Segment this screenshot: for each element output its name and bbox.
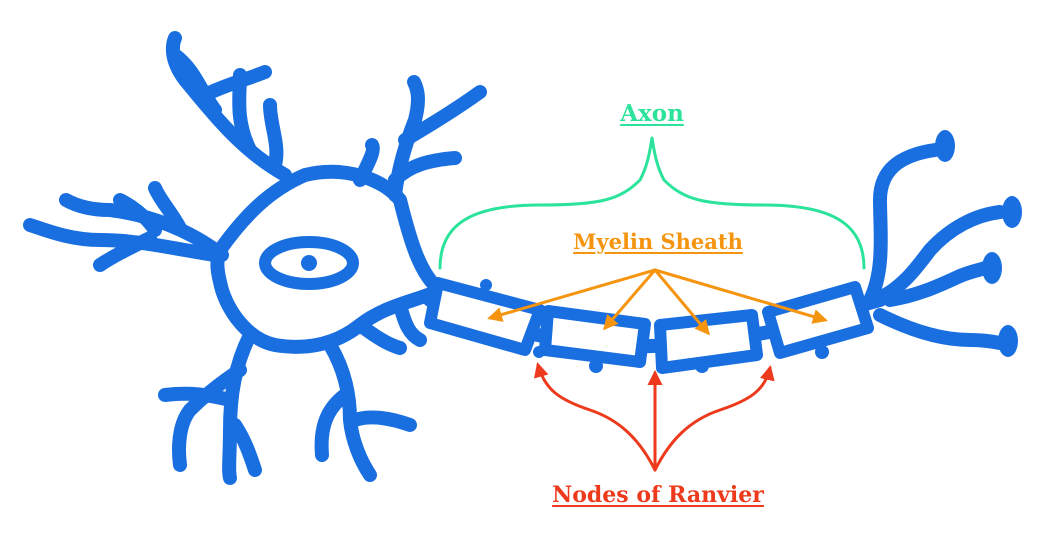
axon-brace <box>438 136 866 270</box>
myelin-segment-3 <box>654 309 763 374</box>
myelin-segment-4 <box>762 281 874 359</box>
myelin-segment-2 <box>539 305 651 368</box>
nodes-arrows <box>534 362 775 472</box>
cell-body <box>210 164 447 354</box>
nucleus <box>259 236 359 290</box>
myelin-segment-1 <box>424 277 546 356</box>
myelin-sheath-label: Myelin Sheath <box>573 229 743 254</box>
myelin-sheath-segments <box>424 277 874 374</box>
axon-terminals <box>863 130 1022 357</box>
axon-label: Axon <box>620 100 684 127</box>
nodes-of-ranvier-label: Nodes of Ranvier <box>552 482 764 508</box>
nodes-of-ranvier-bumps <box>480 279 829 373</box>
dendrites <box>23 31 487 485</box>
myelin-arrows <box>487 268 828 336</box>
